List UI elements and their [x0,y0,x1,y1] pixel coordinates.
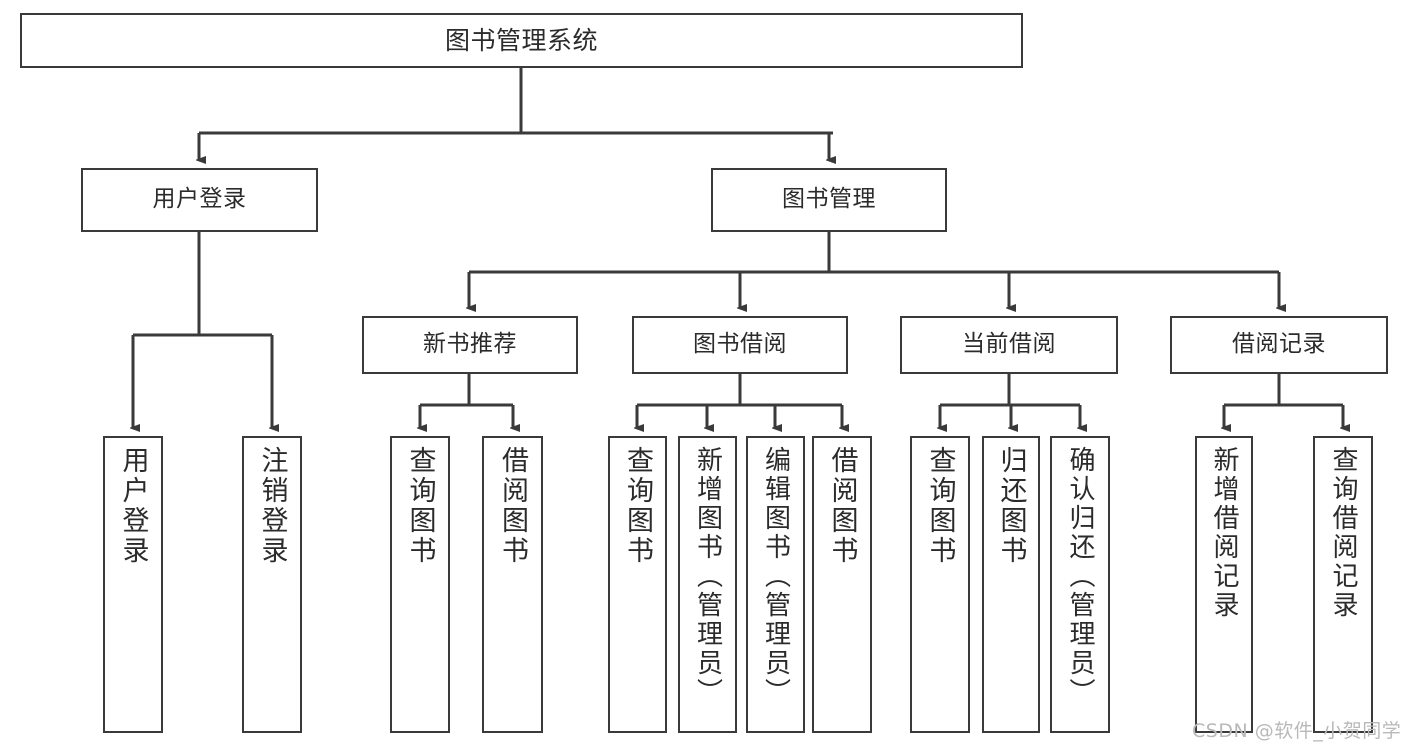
leaf-borrow-book-label: 借阅图书 [826,446,858,566]
leaf-return-book[interactable]: 归还图书 [982,436,1040,733]
watermark-text: CSDN @软件_小贺同学 [1192,720,1402,742]
leaf-logout[interactable]: 注销登录 [242,436,302,733]
node-new-book-recommend-label: 新书推荐 [423,331,517,358]
node-current-borrow-label: 当前借阅 [962,331,1056,358]
node-root-label: 图书管理系统 [444,25,598,55]
node-new-book-recommend[interactable]: 新书推荐 [362,316,578,374]
node-book-management-label: 图书管理 [782,186,876,213]
leaf-add-borrow-record-label: 新增借阅记录 [1209,446,1239,620]
leaf-query-book-recommend[interactable]: 查询图书 [390,436,450,733]
leaf-add-book-admin-label: 新增图书（管理员） [692,446,723,707]
node-book-borrow[interactable]: 图书借阅 [632,316,848,374]
leaf-user-login-label: 用户登录 [117,446,149,566]
leaf-query-book-borrow[interactable]: 查询图书 [608,436,667,733]
leaf-borrow-book-recommend[interactable]: 借阅图书 [482,436,543,733]
leaf-logout-label: 注销登录 [256,446,288,566]
leaf-edit-book-admin[interactable]: 编辑图书（管理员） [746,436,805,733]
leaf-add-borrow-record[interactable]: 新增借阅记录 [1195,436,1253,733]
leaf-confirm-return-admin[interactable]: 确认归还（管理员） [1050,436,1110,733]
leaf-add-book-admin[interactable]: 新增图书（管理员） [678,436,737,733]
leaf-user-login[interactable]: 用户登录 [103,436,163,733]
leaf-return-book-label: 归还图书 [995,446,1027,566]
node-book-borrow-label: 图书借阅 [693,331,787,358]
node-user-login[interactable]: 用户登录 [81,168,318,232]
node-borrow-record[interactable]: 借阅记录 [1170,316,1388,374]
leaf-query-book-current[interactable]: 查询图书 [910,436,970,733]
node-current-borrow[interactable]: 当前借阅 [900,316,1118,374]
leaf-confirm-return-admin-label: 确认归还（管理员） [1065,446,1095,707]
node-root[interactable]: 图书管理系统 [20,13,1023,68]
node-user-login-label: 用户登录 [152,186,247,213]
leaf-query-book-borrow-label: 查询图书 [622,446,653,566]
leaf-edit-book-admin-label: 编辑图书（管理员） [760,446,791,707]
leaf-query-borrow-record[interactable]: 查询借阅记录 [1313,436,1373,733]
leaf-query-borrow-record-label: 查询借阅记录 [1328,446,1358,620]
leaf-borrow-book[interactable]: 借阅图书 [812,436,872,733]
node-borrow-record-label: 借阅记录 [1232,331,1326,358]
leaf-query-book-recommend-label: 查询图书 [404,446,436,566]
leaf-borrow-book-recommend-label: 借阅图书 [497,446,528,566]
node-book-management[interactable]: 图书管理 [711,168,947,232]
leaf-query-book-current-label: 查询图书 [924,446,956,566]
